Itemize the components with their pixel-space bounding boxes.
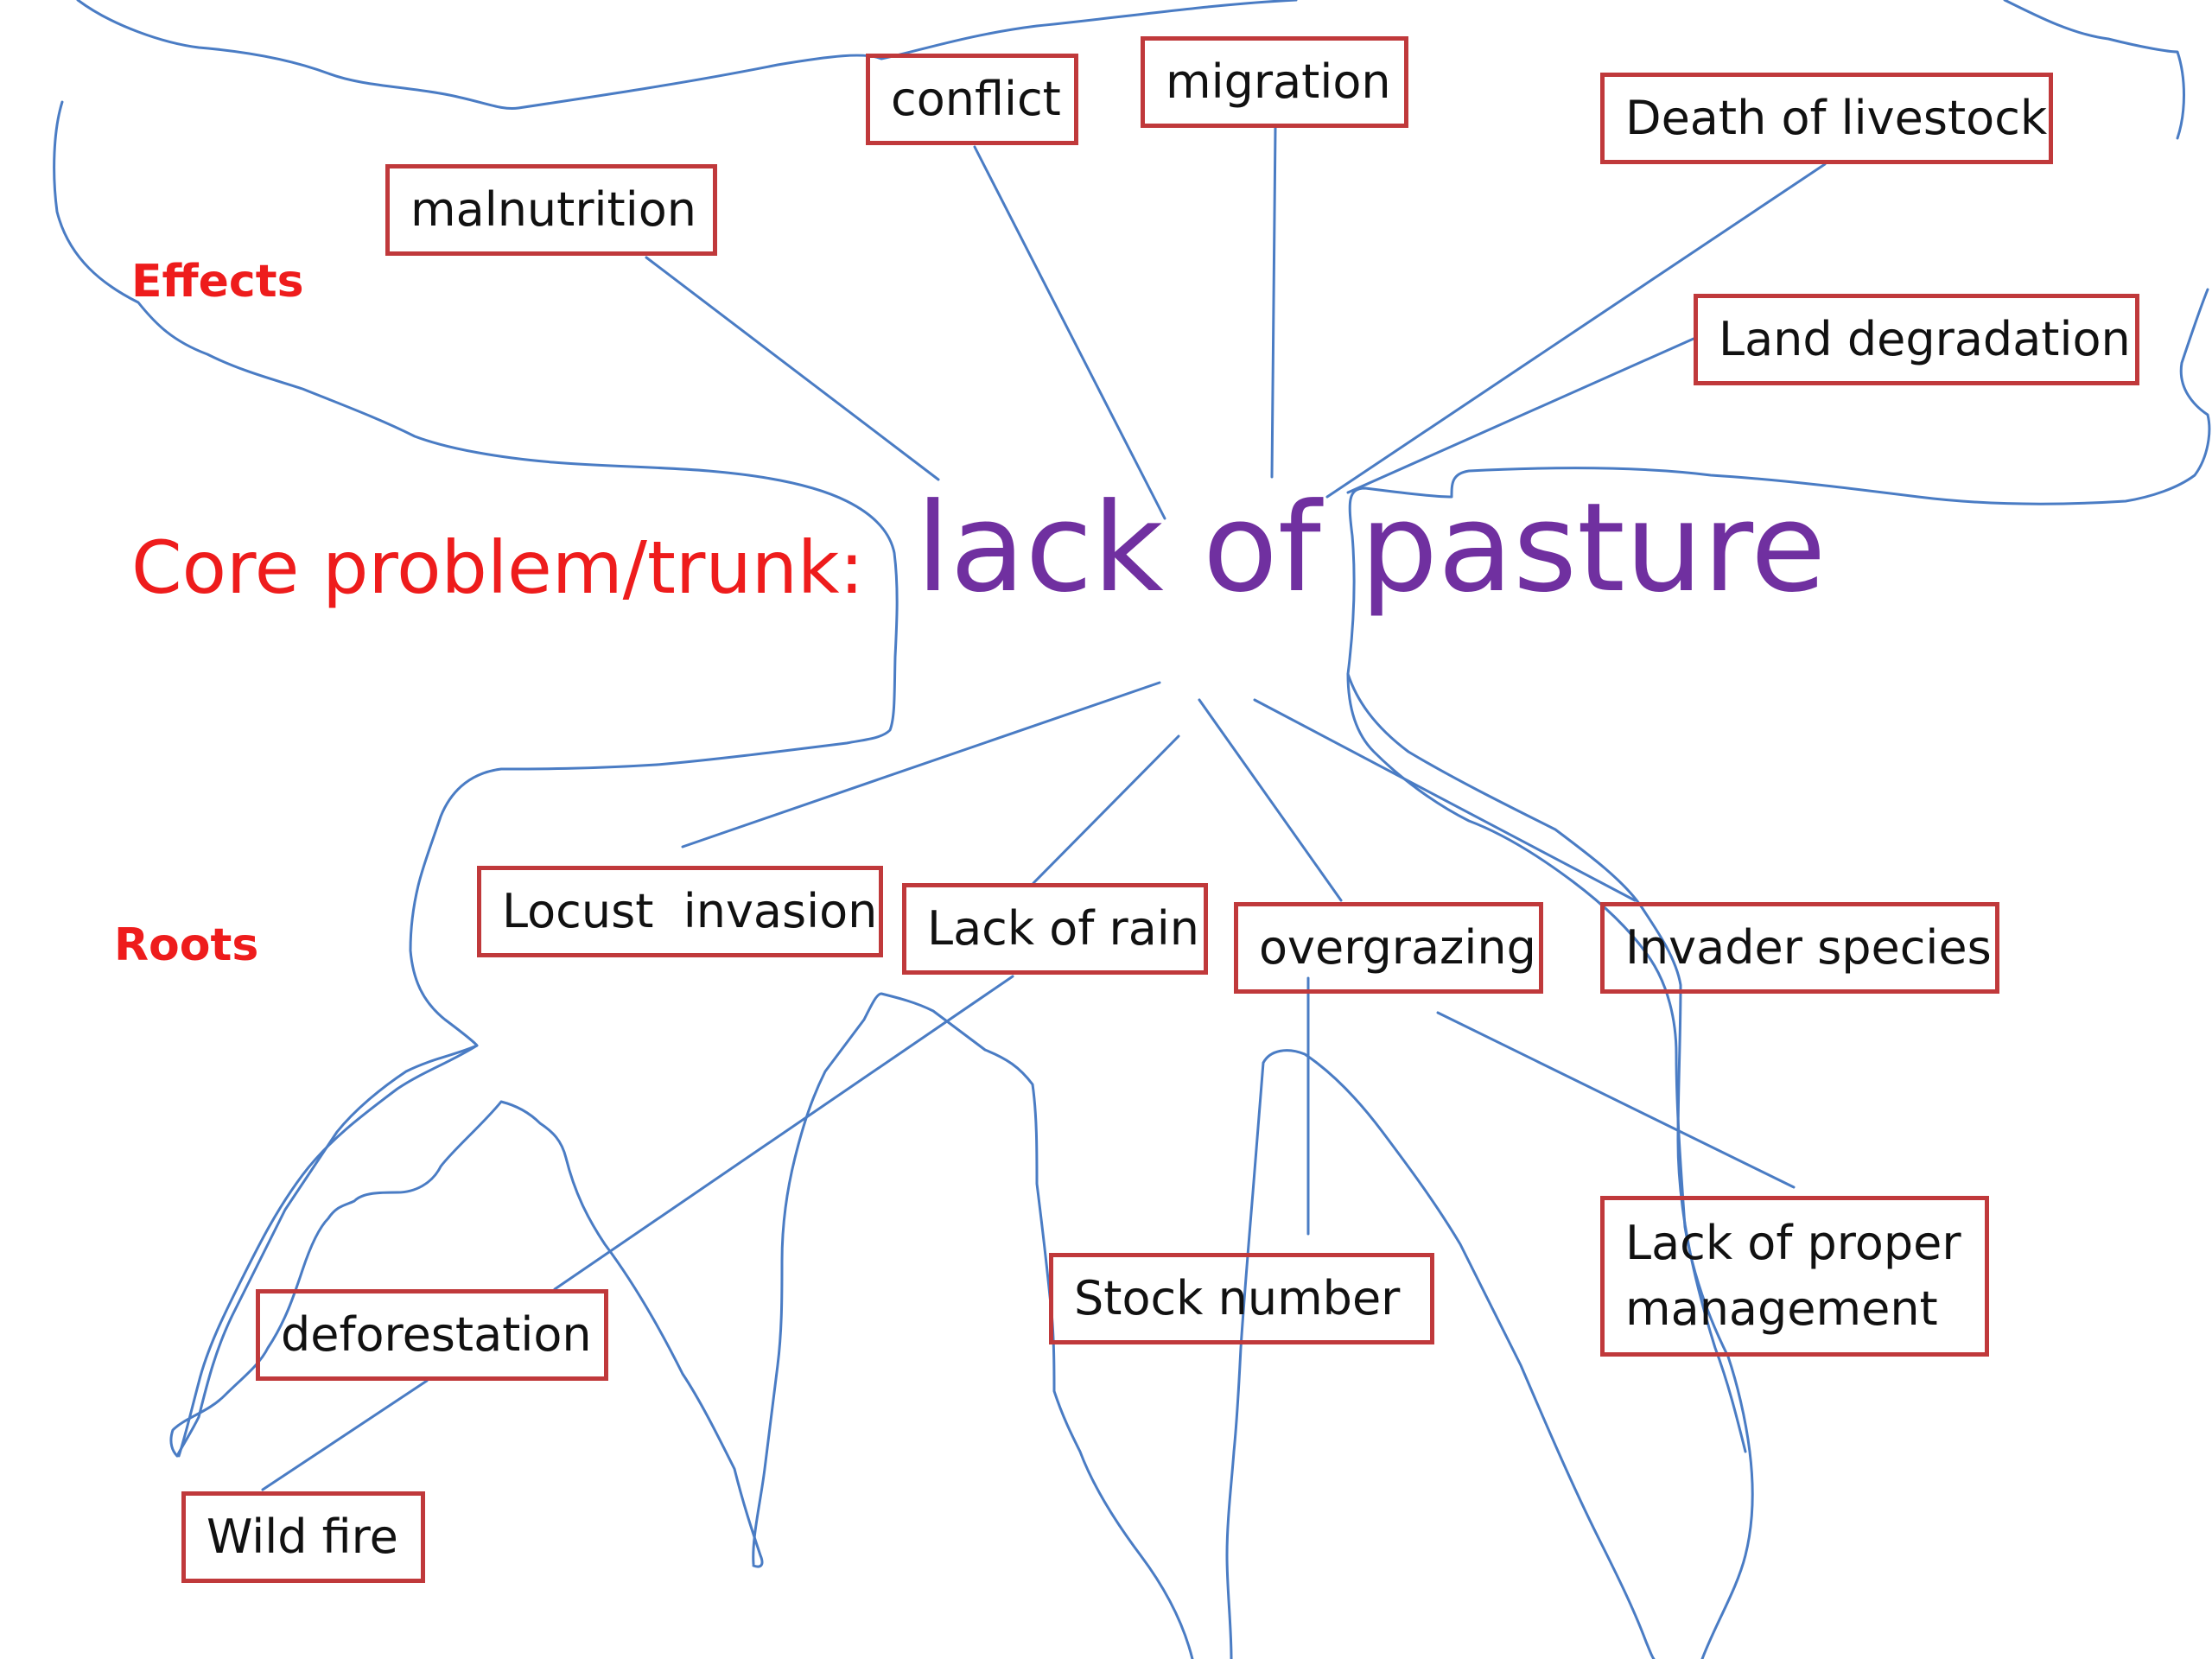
root-box-stock-number: Stock number — [1049, 1253, 1434, 1344]
canopy-outline-right — [1346, 0, 2211, 1659]
core-problem-title: lack of pasture — [916, 477, 1827, 620]
root-box-lack-of-proper-management: Lack of proper management — [1600, 1196, 1989, 1357]
effect-box-land-degradation: Land degradation — [1694, 294, 2139, 385]
effect-box-malnutrition: malnutrition — [385, 164, 717, 256]
connector-deforestation — [553, 975, 1014, 1291]
root-box-deforestation: deforestation — [256, 1289, 608, 1381]
effect-box-migration: migration — [1141, 36, 1408, 128]
connector-migration — [1270, 126, 1277, 479]
connector-wild-fire — [261, 1379, 429, 1491]
connector-malnutrition — [645, 256, 940, 481]
canopy-outline-left — [76, 0, 1298, 111]
effects-label: Effects — [131, 256, 304, 308]
core-problem-label: Core problem/trunk: — [131, 525, 864, 610]
root-outline-left-lower — [175, 1044, 479, 1458]
root-outline-inner-left — [169, 1100, 764, 1568]
connector-lack-of-rain — [1032, 734, 1180, 885]
effect-box-death-of-livestock: Death of livestock — [1600, 73, 2053, 164]
root-box-invader-species: Invader species — [1600, 902, 1999, 994]
connector-land-degradation — [1346, 337, 1695, 494]
root-box-wild-fire: Wild fire — [181, 1491, 425, 1583]
root-outline-right — [1346, 672, 1747, 1453]
connectors — [261, 126, 1827, 1491]
connector-overgrazing — [1198, 698, 1343, 902]
root-box-overgrazing: overgrazing — [1234, 902, 1543, 994]
effect-box-conflict: conflict — [866, 54, 1078, 145]
roots-label: Roots — [114, 919, 259, 971]
root-outline-center-right — [1225, 1049, 1656, 1659]
root-outline-center-left — [752, 992, 1194, 1659]
connector-conflict — [973, 145, 1166, 520]
connector-death-of-livestock — [1325, 162, 1827, 499]
tree-sketch — [53, 0, 2211, 1659]
connector-invader-species — [1253, 698, 1637, 902]
canopy-outline-far-left — [53, 100, 899, 1458]
root-box-lack-of-rain: Lack of rain — [902, 883, 1208, 975]
root-box-locust-invasion: Locust invasion — [477, 866, 883, 957]
connector-lack-of-proper-management — [1436, 1011, 1796, 1189]
connector-locust-invasion — [681, 681, 1161, 849]
